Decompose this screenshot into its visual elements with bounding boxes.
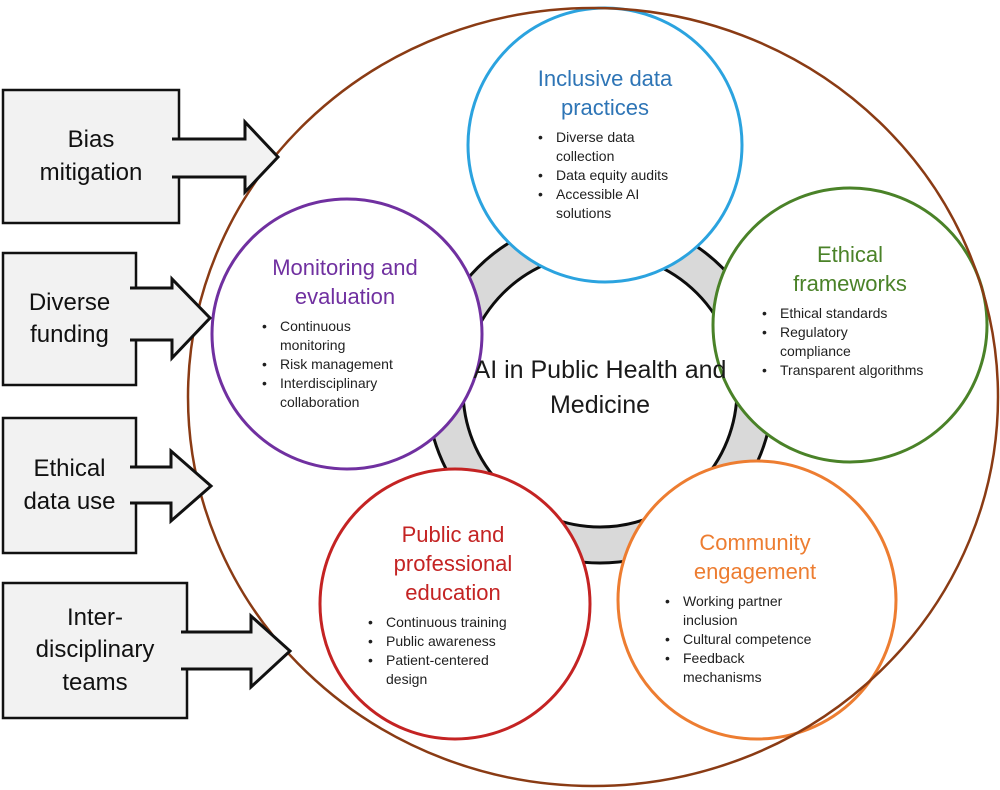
bullet-item: Continuous monitoring (258, 317, 408, 355)
bullet-item: Interdisciplinary collaboration (258, 374, 408, 412)
bullet-item: Continuous training (364, 613, 524, 632)
input-label-ethical-data-use: Ethical data use (23, 455, 116, 515)
arrow-bias-mitigation (172, 118, 281, 196)
content-public-and-professional-education: Public and professional education Contin… (333, 520, 573, 689)
bullet-item: Cultural competence (661, 630, 811, 649)
bullet-item: Feedback mechanisms (661, 649, 811, 687)
circle-title: Monitoring and evaluation (272, 255, 418, 310)
circle-bullets: Ethical standards Regulatory compliance … (758, 304, 923, 380)
arrow-ethical-data-use (130, 447, 214, 525)
bullet-item: Regulatory compliance (758, 323, 908, 361)
circle-title: Ethical frameworks (793, 242, 907, 297)
bullet-item: Data equity audits (534, 166, 676, 185)
input-label-interdisciplinary-teams: Inter-disciplinary teams (35, 603, 155, 696)
content-inclusive-data-practices: Inclusive data practices Diverse data co… (485, 64, 725, 223)
outer-ellipse (186, 6, 1000, 788)
bullet-item: Patient-centered design (364, 651, 524, 689)
input-label-diverse-funding: Diverse funding (28, 288, 111, 348)
box-diverse-funding (1, 251, 138, 387)
content-community-engagement: Community engagement Working partner inc… (635, 528, 875, 687)
input-label-bias-mitigation: Bias mitigation (39, 126, 143, 186)
content-ethical-frameworks: Ethical frameworks Ethical standards Reg… (730, 240, 970, 380)
arrow-diverse-funding (130, 275, 213, 362)
box-interdisciplinary-teams (1, 581, 189, 720)
bullet-item: Transparent algorithms (758, 361, 923, 380)
bullet-item: Risk management (258, 355, 408, 374)
circle-title: Public and professional education (393, 522, 513, 606)
arrow-interdisciplinary-teams (181, 612, 293, 691)
box-bias-mitigation (1, 88, 181, 225)
circle-bullets: Continuous training Public awareness Pat… (364, 613, 524, 689)
bullet-item: Ethical standards (758, 304, 908, 323)
circle-bullets: Diverse data collection Data equity audi… (534, 128, 676, 223)
bullet-item: Accessible AI solutions (534, 185, 676, 223)
circle-title: Inclusive data practices (537, 66, 673, 121)
content-monitoring-and-evaluation: Monitoring and evaluation Continuous mon… (225, 253, 465, 412)
bullet-item: Working partner inclusion (661, 592, 811, 630)
diagram-center-title: AI in Public Health and Medicine (473, 356, 727, 419)
bullet-item: Diverse data collection (534, 128, 676, 166)
circle-bullets: Working partner inclusion Cultural compe… (661, 592, 811, 687)
circle-bullets: Continuous monitoring Risk management In… (258, 317, 408, 412)
bullet-item: Public awareness (364, 632, 524, 651)
circle-title: Community engagement (693, 530, 817, 585)
